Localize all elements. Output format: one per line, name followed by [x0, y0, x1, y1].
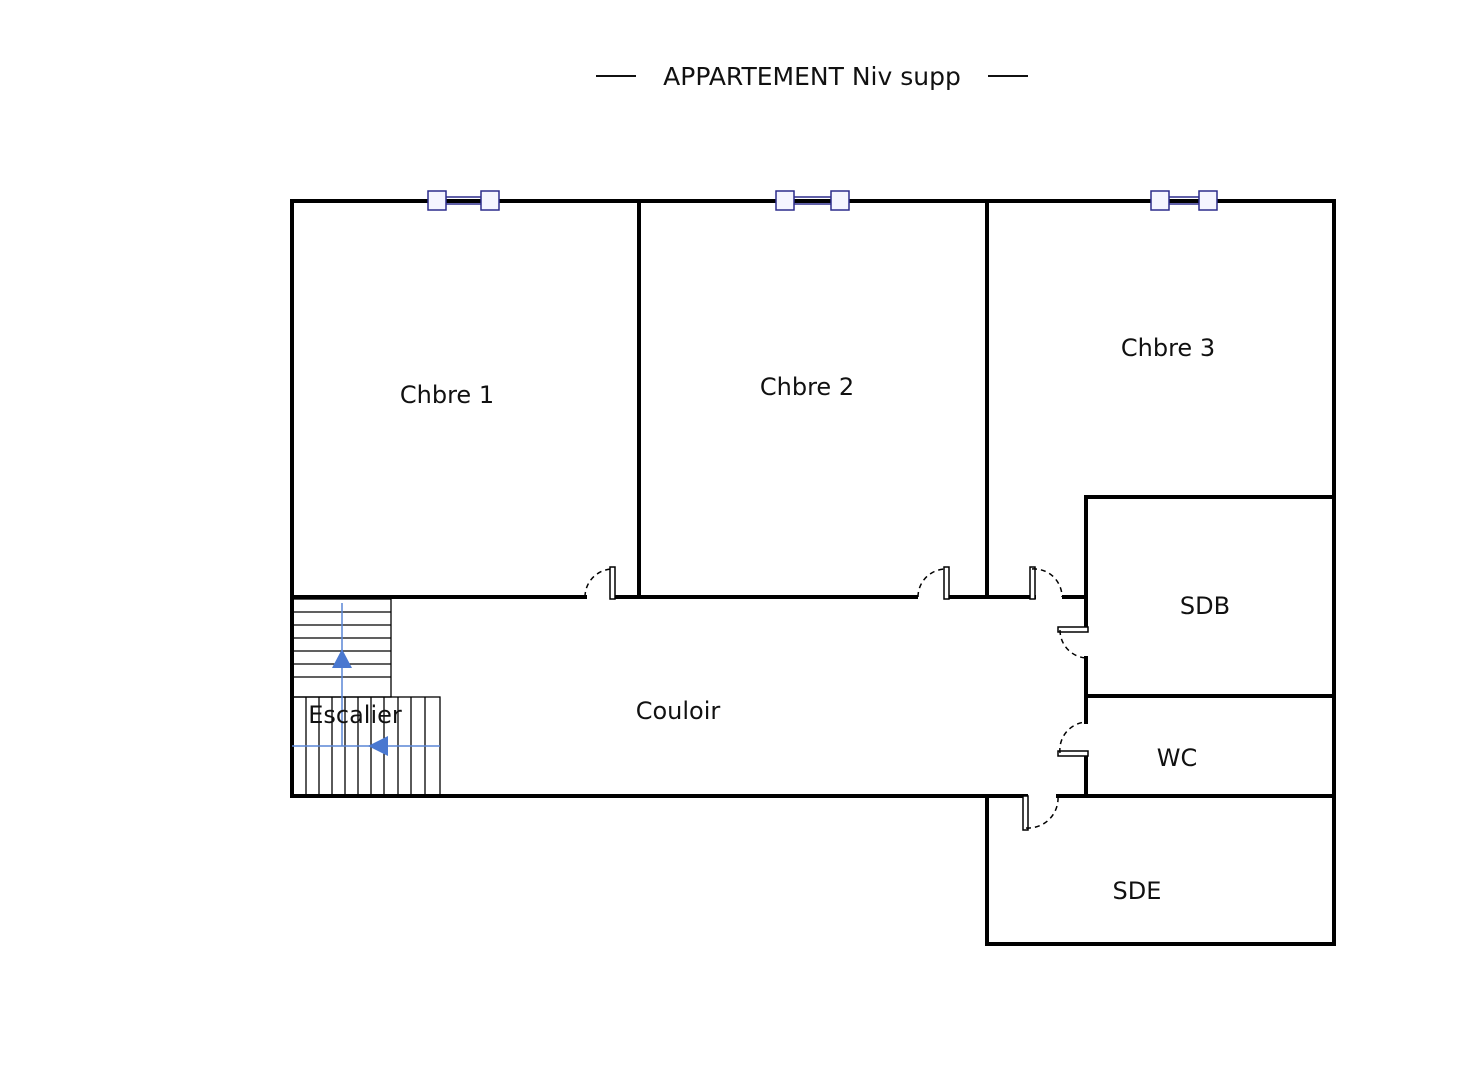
door-sde [1022, 795, 1059, 831]
room-label-chbre2: Chbre 2 [760, 373, 854, 401]
stair-arrow-left-icon [368, 736, 388, 756]
staircase [291, 598, 441, 797]
window-chbre3 [1150, 190, 1218, 211]
room-label-escalier: Escalier [308, 701, 402, 729]
door-chbre3 [1029, 566, 1063, 600]
room-label-sde: SDE [1113, 877, 1162, 905]
room-labels: Chbre 1 Chbre 2 Chbre 3 SDB Couloir Esca… [308, 334, 1230, 905]
door-sdb [1057, 626, 1089, 659]
doors [584, 566, 1089, 831]
room-label-wc: WC [1157, 744, 1198, 772]
window-chbre2 [775, 190, 850, 211]
stair-arrow-up-icon [332, 649, 352, 668]
room-label-chbre1: Chbre 1 [400, 381, 494, 409]
door-chbre2 [917, 566, 950, 600]
door-wc [1057, 721, 1089, 757]
walls [290, 199, 1336, 946]
room-label-chbre3: Chbre 3 [1121, 334, 1215, 362]
plan-title: APPARTEMENT Niv supp [596, 62, 1028, 91]
room-label-couloir: Couloir [636, 697, 721, 725]
window-chbre1 [427, 190, 500, 211]
door-chbre1 [584, 566, 616, 600]
room-label-sdb: SDB [1180, 592, 1230, 620]
plan-title-text: APPARTEMENT Niv supp [663, 62, 961, 91]
windows [427, 190, 1218, 211]
